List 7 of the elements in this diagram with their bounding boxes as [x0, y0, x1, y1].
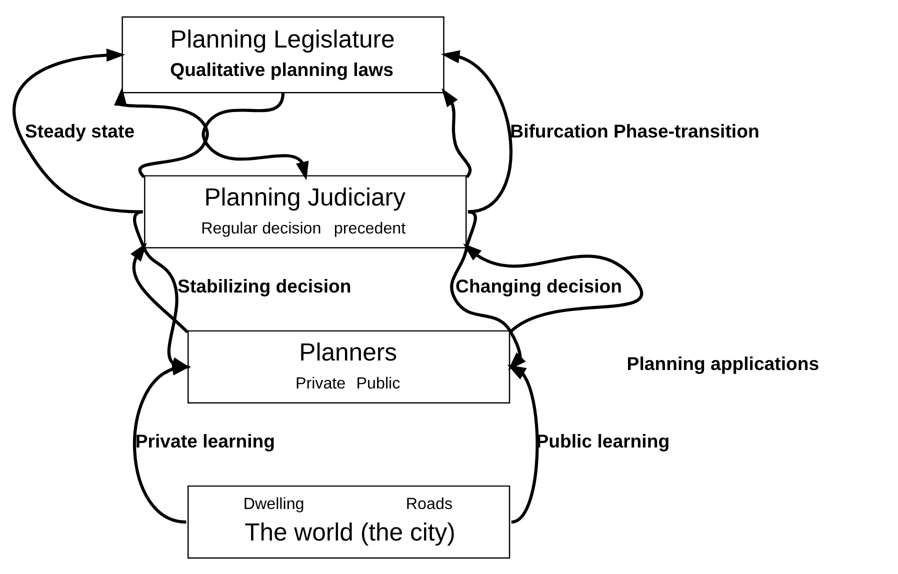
edge-label: Bifurcation Phase-transition — [510, 120, 760, 141]
edge-label: Stabilizing decision — [178, 274, 352, 296]
label: Planning applications — [626, 352, 820, 374]
edge-label: Changing decision — [456, 274, 622, 296]
edge-label: Steady state — [24, 120, 135, 141]
edge-label: Private learning — [135, 430, 275, 452]
edge-label: Public learning — [536, 430, 670, 452]
